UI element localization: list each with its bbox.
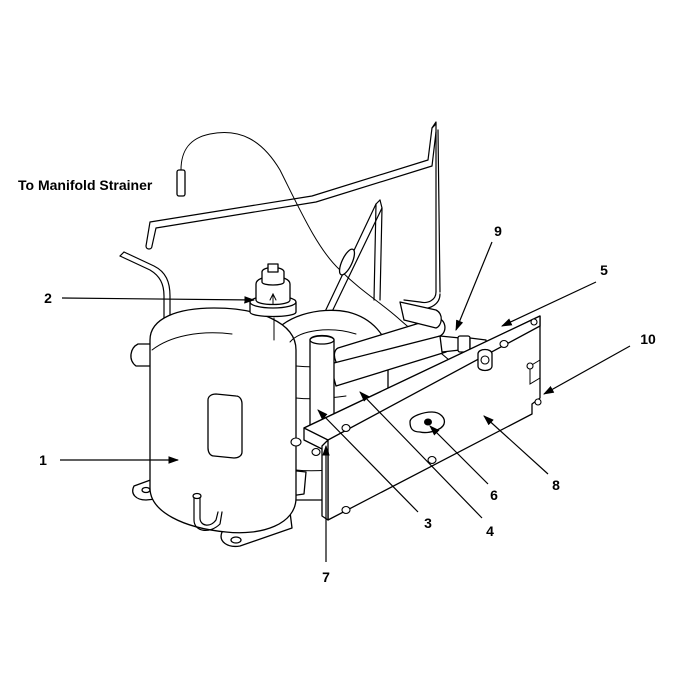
leader-2 [61, 296, 256, 304]
capillary-line [176, 132, 463, 373]
callout-4: 4 [486, 523, 494, 539]
callout-labels: 1 2 3 4 5 6 7 8 9 10 [39, 223, 656, 585]
to-manifold-strainer-label: To Manifold Strainer [18, 177, 153, 193]
callout-9: 9 [494, 223, 502, 239]
top-relief-valve [249, 263, 297, 341]
callout-2: 2 [44, 290, 52, 306]
callout-6: 6 [490, 487, 498, 503]
leader-lines [60, 241, 631, 562]
tube-fitting [338, 248, 356, 276]
callout-8: 8 [552, 477, 560, 493]
leader-9 [455, 241, 493, 331]
discharge-tube [145, 121, 441, 309]
leader-10 [543, 345, 631, 395]
callout-10: 10 [640, 331, 656, 347]
sensor-bulb [176, 169, 186, 197]
leader-3 [317, 409, 419, 513]
callout-7: 7 [322, 569, 330, 585]
leader-5 [501, 281, 597, 327]
leader-4 [359, 391, 483, 519]
leader-6 [429, 425, 489, 485]
leader-8 [483, 415, 549, 475]
mounting-bracket [290, 315, 542, 521]
callout-3: 3 [424, 515, 432, 531]
callout-5: 5 [600, 262, 608, 278]
callout-1: 1 [39, 452, 47, 468]
